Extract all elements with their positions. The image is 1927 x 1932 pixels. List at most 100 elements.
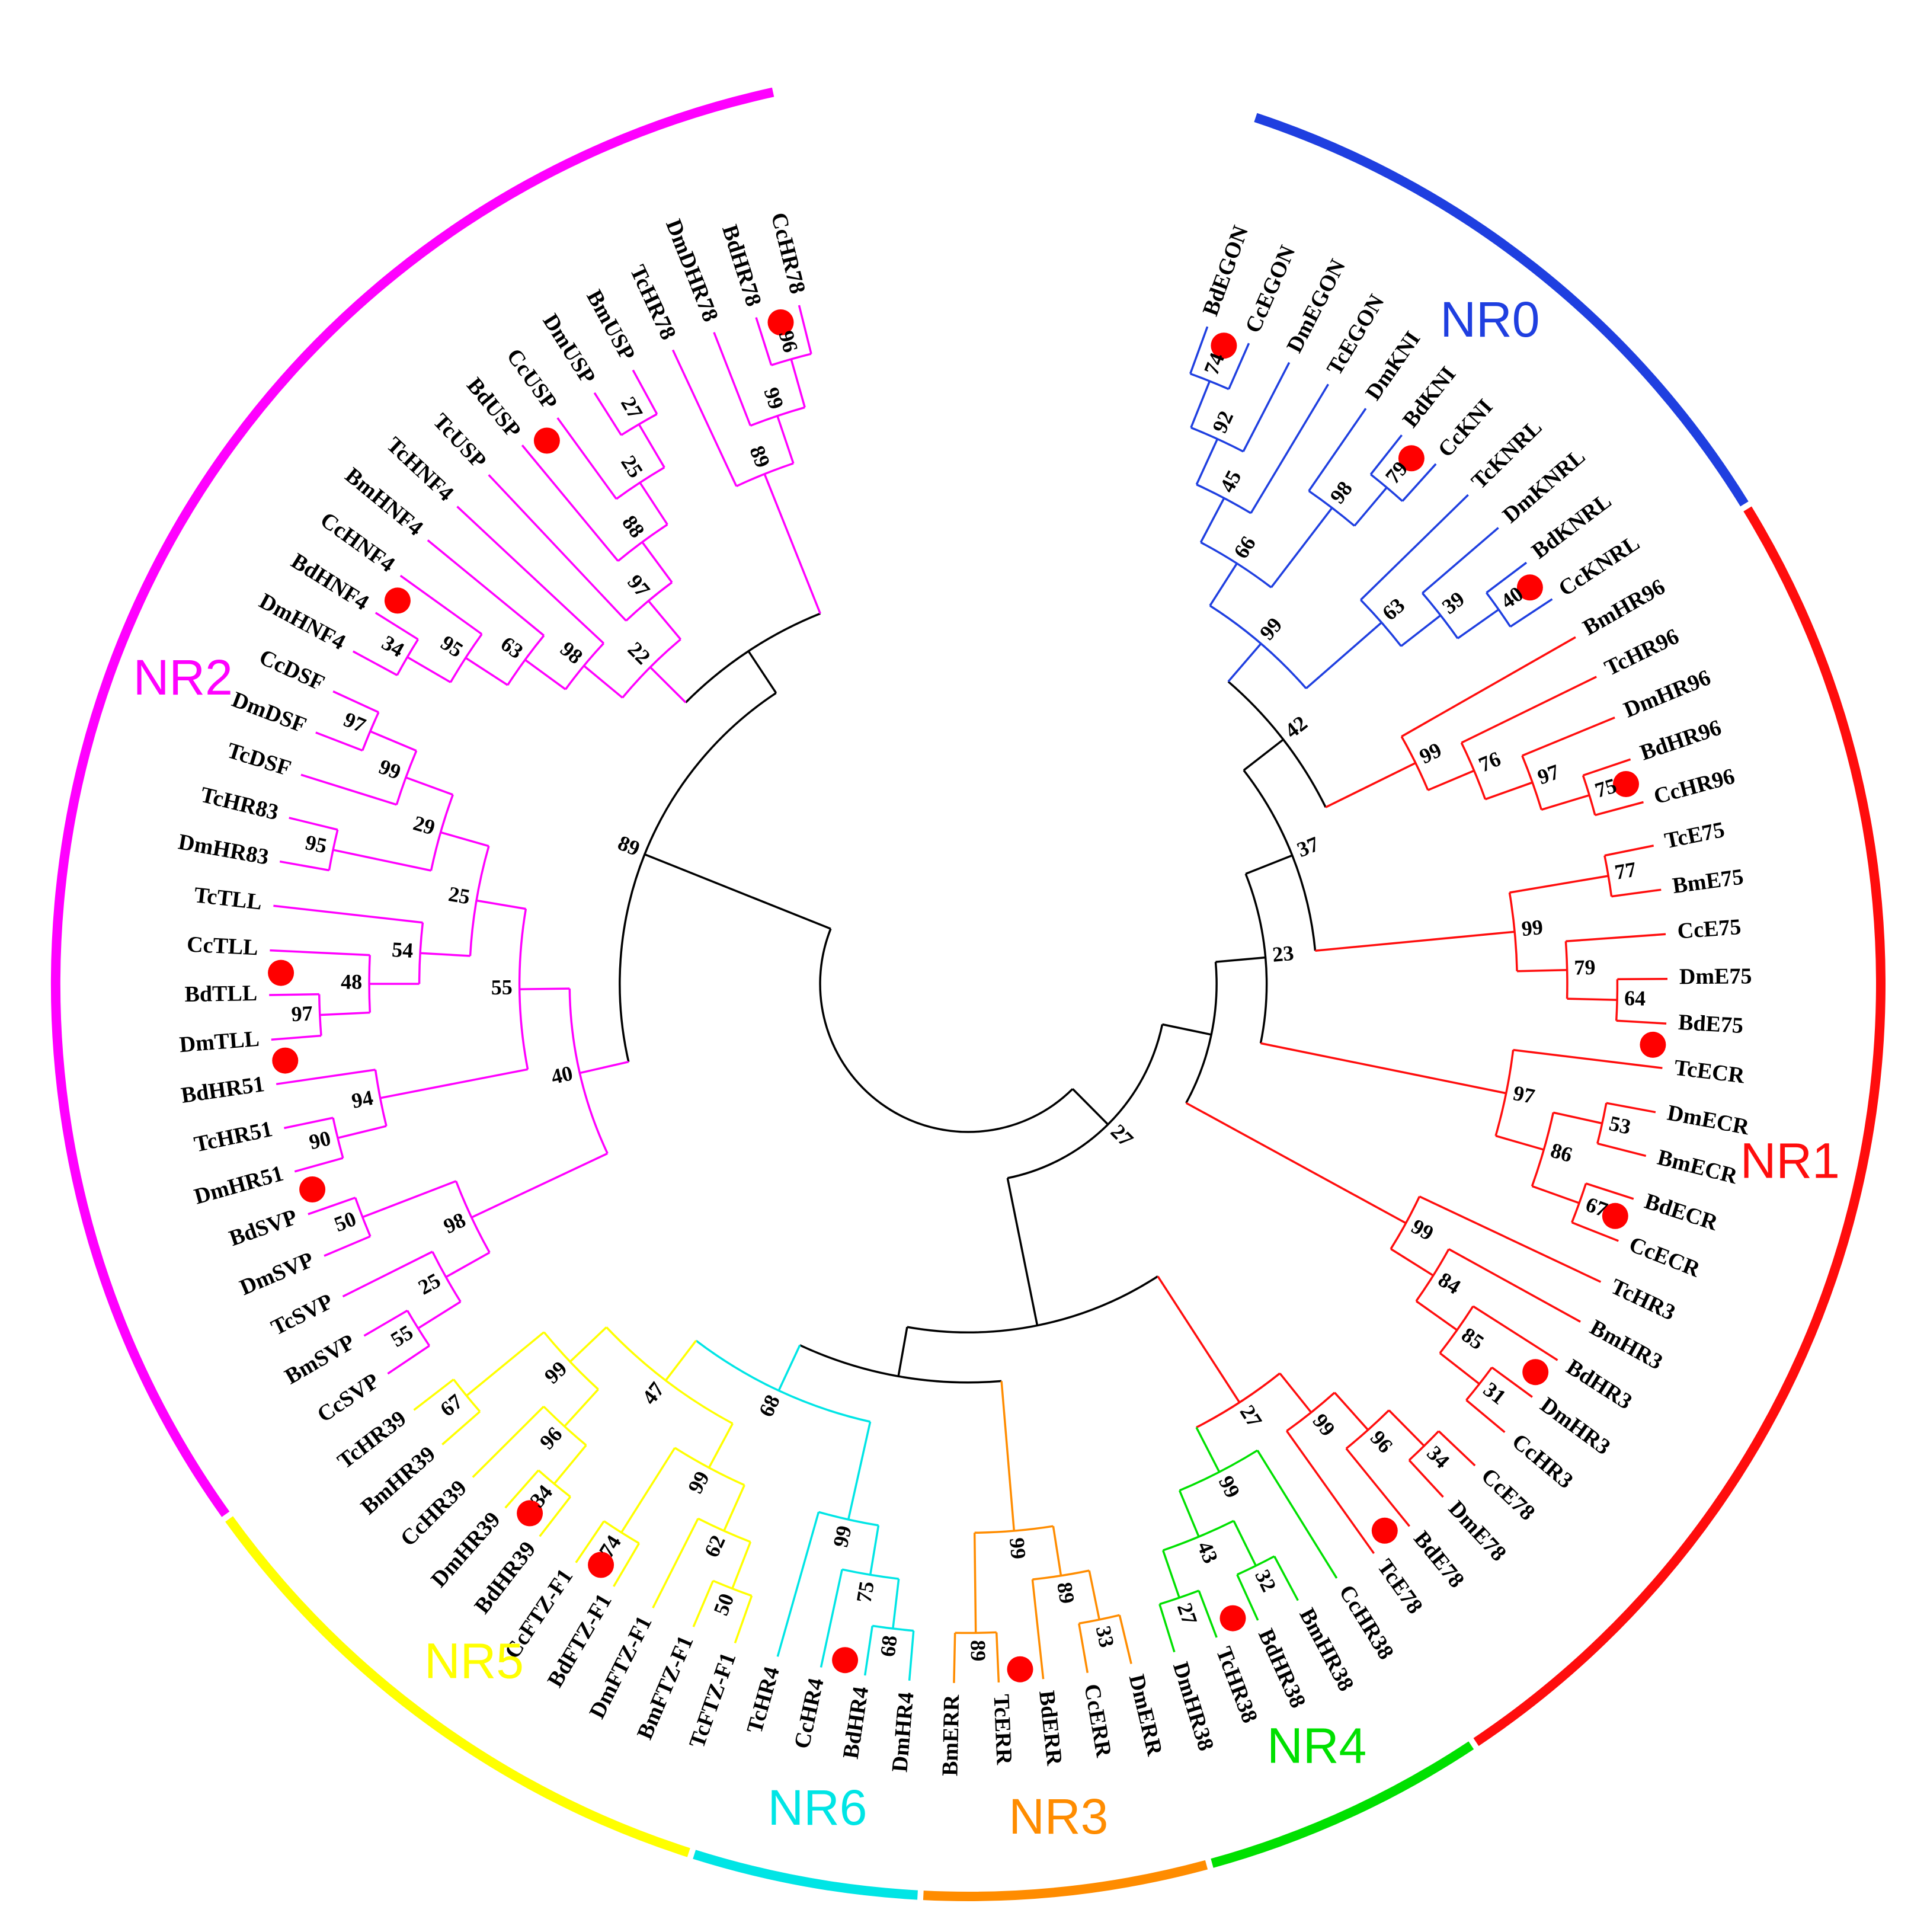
clade-arc-nr6 (693, 1850, 918, 1900)
internal-branch (1088, 1570, 1100, 1620)
leaf-branch (1256, 1450, 1338, 1579)
bootstrap-value: 85 (1457, 1323, 1488, 1354)
branch-arc (1390, 1196, 1421, 1250)
leaf-label: CcUSP (501, 344, 562, 415)
internal-branch (564, 1389, 599, 1427)
internal-branch (417, 1301, 462, 1329)
leaf-label: TcHR96 (1601, 624, 1683, 681)
leaf-branch (1582, 758, 1631, 777)
marker-dot (1522, 1359, 1549, 1386)
bootstrap-value: 99 (1407, 1214, 1438, 1245)
leaf-label: DmKNI (1361, 327, 1425, 405)
internal-branch (1209, 562, 1238, 606)
branch-arc (684, 612, 821, 703)
leaf-branch (1616, 1019, 1667, 1025)
leaf-branch (1401, 463, 1437, 502)
leaf-branch (273, 904, 423, 924)
bootstrap-value: 99 (376, 754, 404, 784)
bootstrap-value: 97 (1534, 760, 1562, 789)
internal-branch (380, 1068, 528, 1099)
leaf-branch (271, 1034, 322, 1041)
leaf-branch (300, 773, 397, 806)
bootstrap-value: 89 (745, 442, 775, 471)
leaf-branch (270, 949, 370, 957)
branch-arc (1179, 1449, 1259, 1492)
leaf-branch (1597, 1142, 1647, 1157)
marker-dot (1371, 1517, 1398, 1544)
branch-arc (1508, 892, 1518, 971)
bootstrap-value: 29 (411, 811, 438, 839)
branch-arc (543, 1331, 599, 1390)
branch-arc (564, 642, 604, 690)
leaf-branch (713, 332, 752, 426)
leaf-label: TcHR83 (198, 782, 281, 826)
internal-branch (470, 1152, 608, 1218)
bootstrap-value: 99 (828, 1524, 856, 1550)
leaf-label: BdTLL (184, 981, 257, 1007)
leaf-branch (1158, 1604, 1176, 1653)
marker-dot (832, 1647, 859, 1674)
marker-dot (1640, 1031, 1666, 1058)
leaf-label: DmHR4 (887, 1691, 918, 1773)
leaf-branch (1438, 1430, 1476, 1467)
branch-arc (507, 635, 545, 686)
bootstrap-value: 76 (1475, 747, 1505, 777)
bootstrap-value: 97 (1511, 1081, 1537, 1108)
internal-branch (708, 1423, 734, 1469)
leaf-branch (363, 1309, 408, 1337)
internal-branch (1305, 622, 1382, 689)
branch-arc (1286, 1392, 1336, 1432)
branch-arc (1243, 769, 1317, 951)
bootstrap-value: 25 (414, 1268, 444, 1300)
leaf-branch (488, 474, 627, 622)
clade-arc-nr4 (1211, 1741, 1474, 1868)
bootstrap-value: 99 (1308, 1409, 1340, 1441)
marker-dot (299, 1176, 326, 1202)
internal-branch (1190, 380, 1211, 428)
internal-branch (731, 1541, 752, 1589)
branch-arc (430, 794, 454, 871)
leaf-label: DmE78 (1443, 1496, 1511, 1566)
bootstrap-value: 34 (378, 631, 408, 662)
internal-branch (1541, 794, 1590, 811)
marker-dot (1007, 1656, 1033, 1682)
bootstrap-value: 88 (617, 511, 649, 542)
leaf-branch (472, 1406, 545, 1478)
leaf-branch (1250, 383, 1330, 514)
leaf-branch (1571, 1221, 1619, 1242)
bootstrap-value: 39 (1438, 587, 1469, 619)
bootstrap-value: 97 (340, 707, 369, 737)
leaf-label: CcHR96 (1651, 764, 1737, 810)
leaf-branch (1448, 1248, 1581, 1323)
leaf-branch (1604, 845, 1654, 857)
bootstrap-value: 84 (1434, 1268, 1465, 1299)
leaf-branch (1473, 1305, 1558, 1361)
bootstrap-value: 97 (623, 570, 655, 602)
leaf-label: BdEGON (1198, 222, 1254, 319)
branch-arc (907, 1275, 1158, 1333)
internal-branch (1457, 609, 1500, 639)
leaf-branch (352, 650, 398, 676)
bootstrap-value: 67 (436, 1389, 467, 1421)
internal-branch (445, 1251, 491, 1278)
leaf-label: CcHR78 (766, 210, 810, 296)
leaf-branch (798, 305, 812, 354)
branch-arc (1185, 961, 1218, 1103)
leaf-branch (441, 1410, 481, 1445)
internal-branch (1388, 1409, 1425, 1447)
bootstrap-value: 40 (549, 1061, 575, 1089)
leaf-branch (279, 860, 329, 872)
internal-branch (1071, 1088, 1109, 1125)
marker-dot (533, 427, 560, 454)
bootstrap-value: 37 (1294, 832, 1322, 862)
internal-branch (1178, 1490, 1200, 1537)
leaf-label: BmECR (1655, 1145, 1740, 1189)
leaf-label: TcUSP (428, 409, 491, 474)
branch-arc (1415, 1248, 1450, 1302)
leaf-label: BdSVP (226, 1204, 300, 1251)
leaf-branch (1509, 598, 1553, 628)
bootstrap-value: 22 (623, 637, 655, 669)
bootstrap-value: 31 (1479, 1377, 1510, 1409)
branch-arc (1163, 1520, 1234, 1552)
